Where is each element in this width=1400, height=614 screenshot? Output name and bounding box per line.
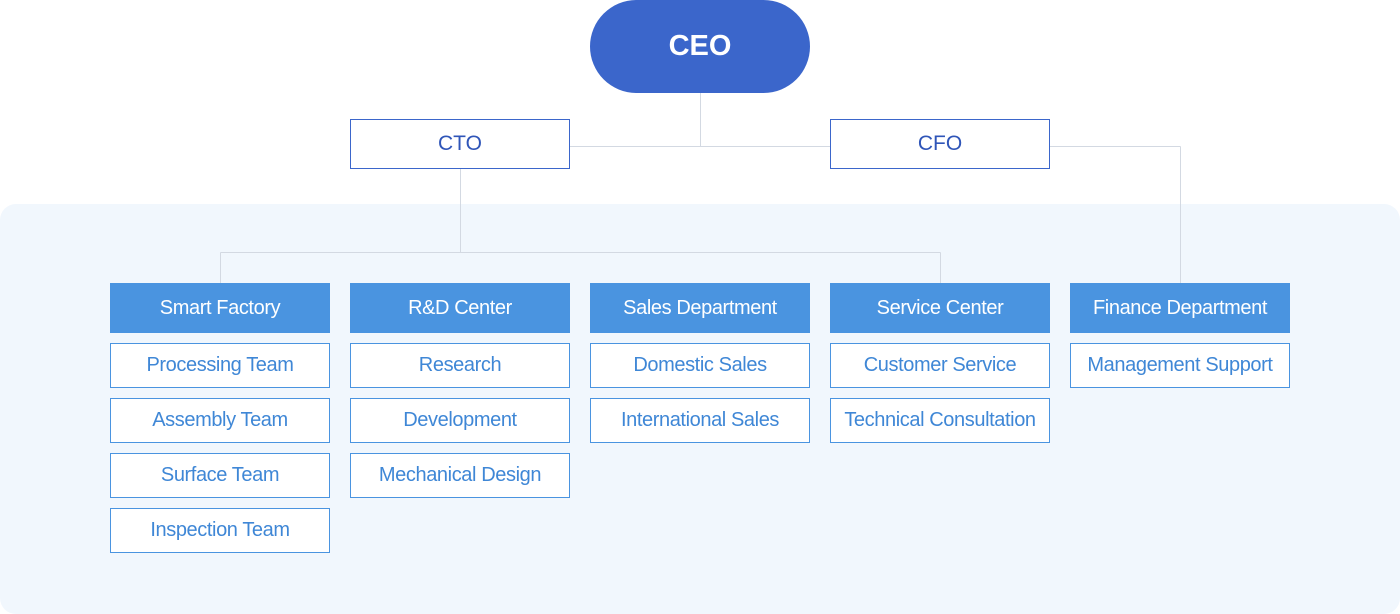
department-column-rd-center: R&D Center Research Development Mechanic… [350,283,570,498]
department-sales: Sales Department [590,283,810,333]
department-smart-factory: Smart Factory [110,283,330,333]
team-technical-consultation: Technical Consultation [830,398,1050,443]
ceo-node: CEO [590,0,810,93]
team-assembly: Assembly Team [110,398,330,443]
team-surface: Surface Team [110,453,330,498]
team-international-sales: International Sales [590,398,810,443]
department-service-center: Service Center [830,283,1050,333]
team-development: Development [350,398,570,443]
team-processing: Processing Team [110,343,330,388]
department-finance: Finance Department [1070,283,1290,333]
department-column-finance: Finance Department Management Support [1070,283,1290,388]
department-column-smart-factory: Smart Factory Processing Team Assembly T… [110,283,330,553]
cfo-node: CFO [830,119,1050,169]
team-research: Research [350,343,570,388]
team-inspection: Inspection Team [110,508,330,553]
department-column-sales: Sales Department Domestic Sales Internat… [590,283,810,443]
team-customer-service: Customer Service [830,343,1050,388]
team-management-support: Management Support [1070,343,1290,388]
department-rd-center: R&D Center [350,283,570,333]
team-mechanical-design: Mechanical Design [350,453,570,498]
department-column-service-center: Service Center Customer Service Technica… [830,283,1050,443]
cto-node: CTO [350,119,570,169]
team-domestic-sales: Domestic Sales [590,343,810,388]
